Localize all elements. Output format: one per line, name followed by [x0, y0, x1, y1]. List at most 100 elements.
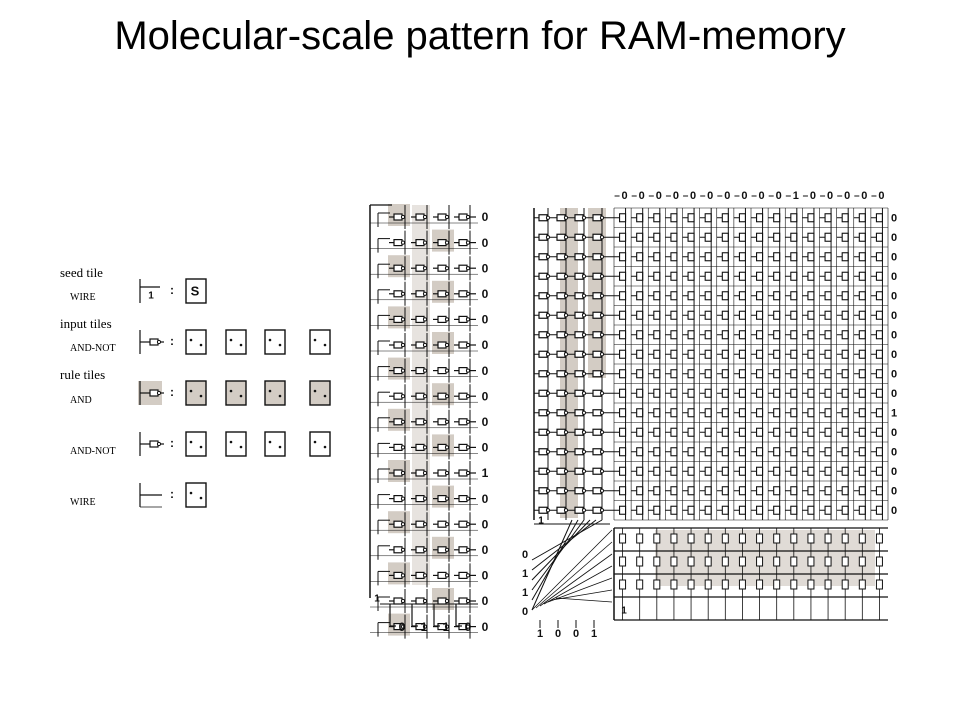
big-output-label: 0 — [891, 505, 897, 517]
colon-mark: : — [170, 334, 174, 348]
big-output-label: 0 — [891, 330, 897, 342]
gate-symbol — [458, 213, 471, 221]
gate-symbol — [437, 367, 450, 375]
big-top-label: 0 — [690, 190, 696, 202]
cell-gate — [619, 505, 627, 515]
gate-symbol — [556, 448, 569, 456]
cell-gate — [841, 252, 849, 262]
cell-gate — [738, 213, 746, 223]
cell-gate — [704, 408, 712, 418]
cell-gate — [670, 447, 678, 457]
tile-square — [225, 431, 247, 457]
middle-output-label: 0 — [482, 441, 489, 455]
rule-tiles-heading: rule tiles — [60, 367, 106, 382]
cell-gate — [858, 427, 866, 437]
gate-symbol — [538, 233, 551, 241]
big-top-label: 0 — [656, 190, 662, 202]
cell-gate — [636, 466, 644, 476]
cell-gate — [756, 447, 764, 457]
gate-symbol — [393, 239, 406, 247]
shaded-tile — [226, 381, 246, 405]
gate-symbol — [592, 253, 605, 261]
cell-gate — [721, 447, 729, 457]
diagonal-wire — [531, 519, 573, 611]
cell-gate — [790, 466, 798, 476]
big-output-label: 1 — [891, 408, 897, 420]
gate-symbol — [574, 370, 587, 378]
cell-gate — [738, 252, 746, 262]
left-address-label: 1 — [522, 587, 528, 599]
colon-mark: : — [170, 283, 174, 297]
cell-gate — [841, 388, 849, 398]
cell-gate — [807, 427, 815, 437]
cell-gate — [756, 427, 764, 437]
input-and-not-label: AND-NOT — [70, 343, 116, 354]
cell-gate — [875, 505, 883, 515]
decoder-gate — [773, 579, 781, 590]
cell-gate — [824, 291, 832, 301]
cell-gate — [756, 349, 764, 359]
middle-output-label: 0 — [482, 287, 489, 301]
cell-gate — [773, 310, 781, 320]
cell-gate — [653, 447, 661, 457]
cell-gate — [738, 291, 746, 301]
big-output-label: 0 — [891, 213, 897, 225]
cell-gate — [704, 369, 712, 379]
cell-gate — [721, 310, 729, 320]
cell-gate — [619, 232, 627, 242]
cell-gate — [756, 271, 764, 281]
glue-dot — [199, 343, 203, 347]
gate-symbol — [538, 311, 551, 319]
gate-symbol — [415, 443, 428, 451]
gate-symbol — [574, 331, 587, 339]
cell-gate — [670, 388, 678, 398]
cell-gate — [738, 408, 746, 418]
cell-gate — [619, 271, 627, 281]
cell-gate — [721, 252, 729, 262]
tile-square — [264, 329, 286, 355]
cell-gate — [653, 213, 661, 223]
tile-square — [309, 329, 331, 355]
colon-mark: : — [170, 385, 174, 399]
big-output-label: 0 — [891, 271, 897, 283]
cell-gate — [721, 213, 729, 223]
gate-symbol — [458, 546, 471, 554]
gate-symbol — [574, 233, 587, 241]
decoder-gate — [790, 533, 798, 544]
cell-gate — [875, 447, 883, 457]
big-output-label: 0 — [891, 427, 897, 439]
cell-gate — [653, 349, 661, 359]
cell-gate — [875, 232, 883, 242]
cell-gate — [841, 505, 849, 515]
gate-symbol — [574, 428, 587, 436]
cell-gate — [773, 408, 781, 418]
cell-gate — [790, 232, 798, 242]
gate-symbol — [458, 469, 471, 477]
seed-tile-heading: seed tile — [60, 265, 103, 280]
middle-output-label: 0 — [482, 620, 489, 634]
cell-gate — [738, 505, 746, 515]
tile-legend: 1:S:::: — [138, 278, 331, 508]
decoder-gate — [687, 556, 695, 567]
gate-symbol — [574, 214, 587, 222]
glue-dot — [278, 445, 282, 449]
gate-symbol — [415, 418, 428, 426]
diagonal-wire — [555, 597, 613, 603]
tile-square — [185, 482, 207, 508]
cell-gate — [704, 291, 712, 301]
gate-symbol — [556, 467, 569, 475]
slide-title: Molecular-scale pattern for RAM-memory — [114, 14, 846, 58]
glue-dot — [229, 440, 233, 444]
gate-symbol — [437, 546, 450, 554]
bottom-address-label: 0 — [573, 628, 579, 640]
cell-gate — [807, 466, 815, 476]
tile-square — [185, 380, 207, 406]
shaded-tile — [265, 381, 285, 405]
glue-dot — [229, 389, 233, 393]
cell-gate — [790, 310, 798, 320]
decoder-gate — [773, 556, 781, 567]
cell-gate — [790, 486, 798, 496]
cell-gate — [858, 447, 866, 457]
gate-symbol — [574, 506, 587, 514]
gate-symbol — [556, 350, 569, 358]
